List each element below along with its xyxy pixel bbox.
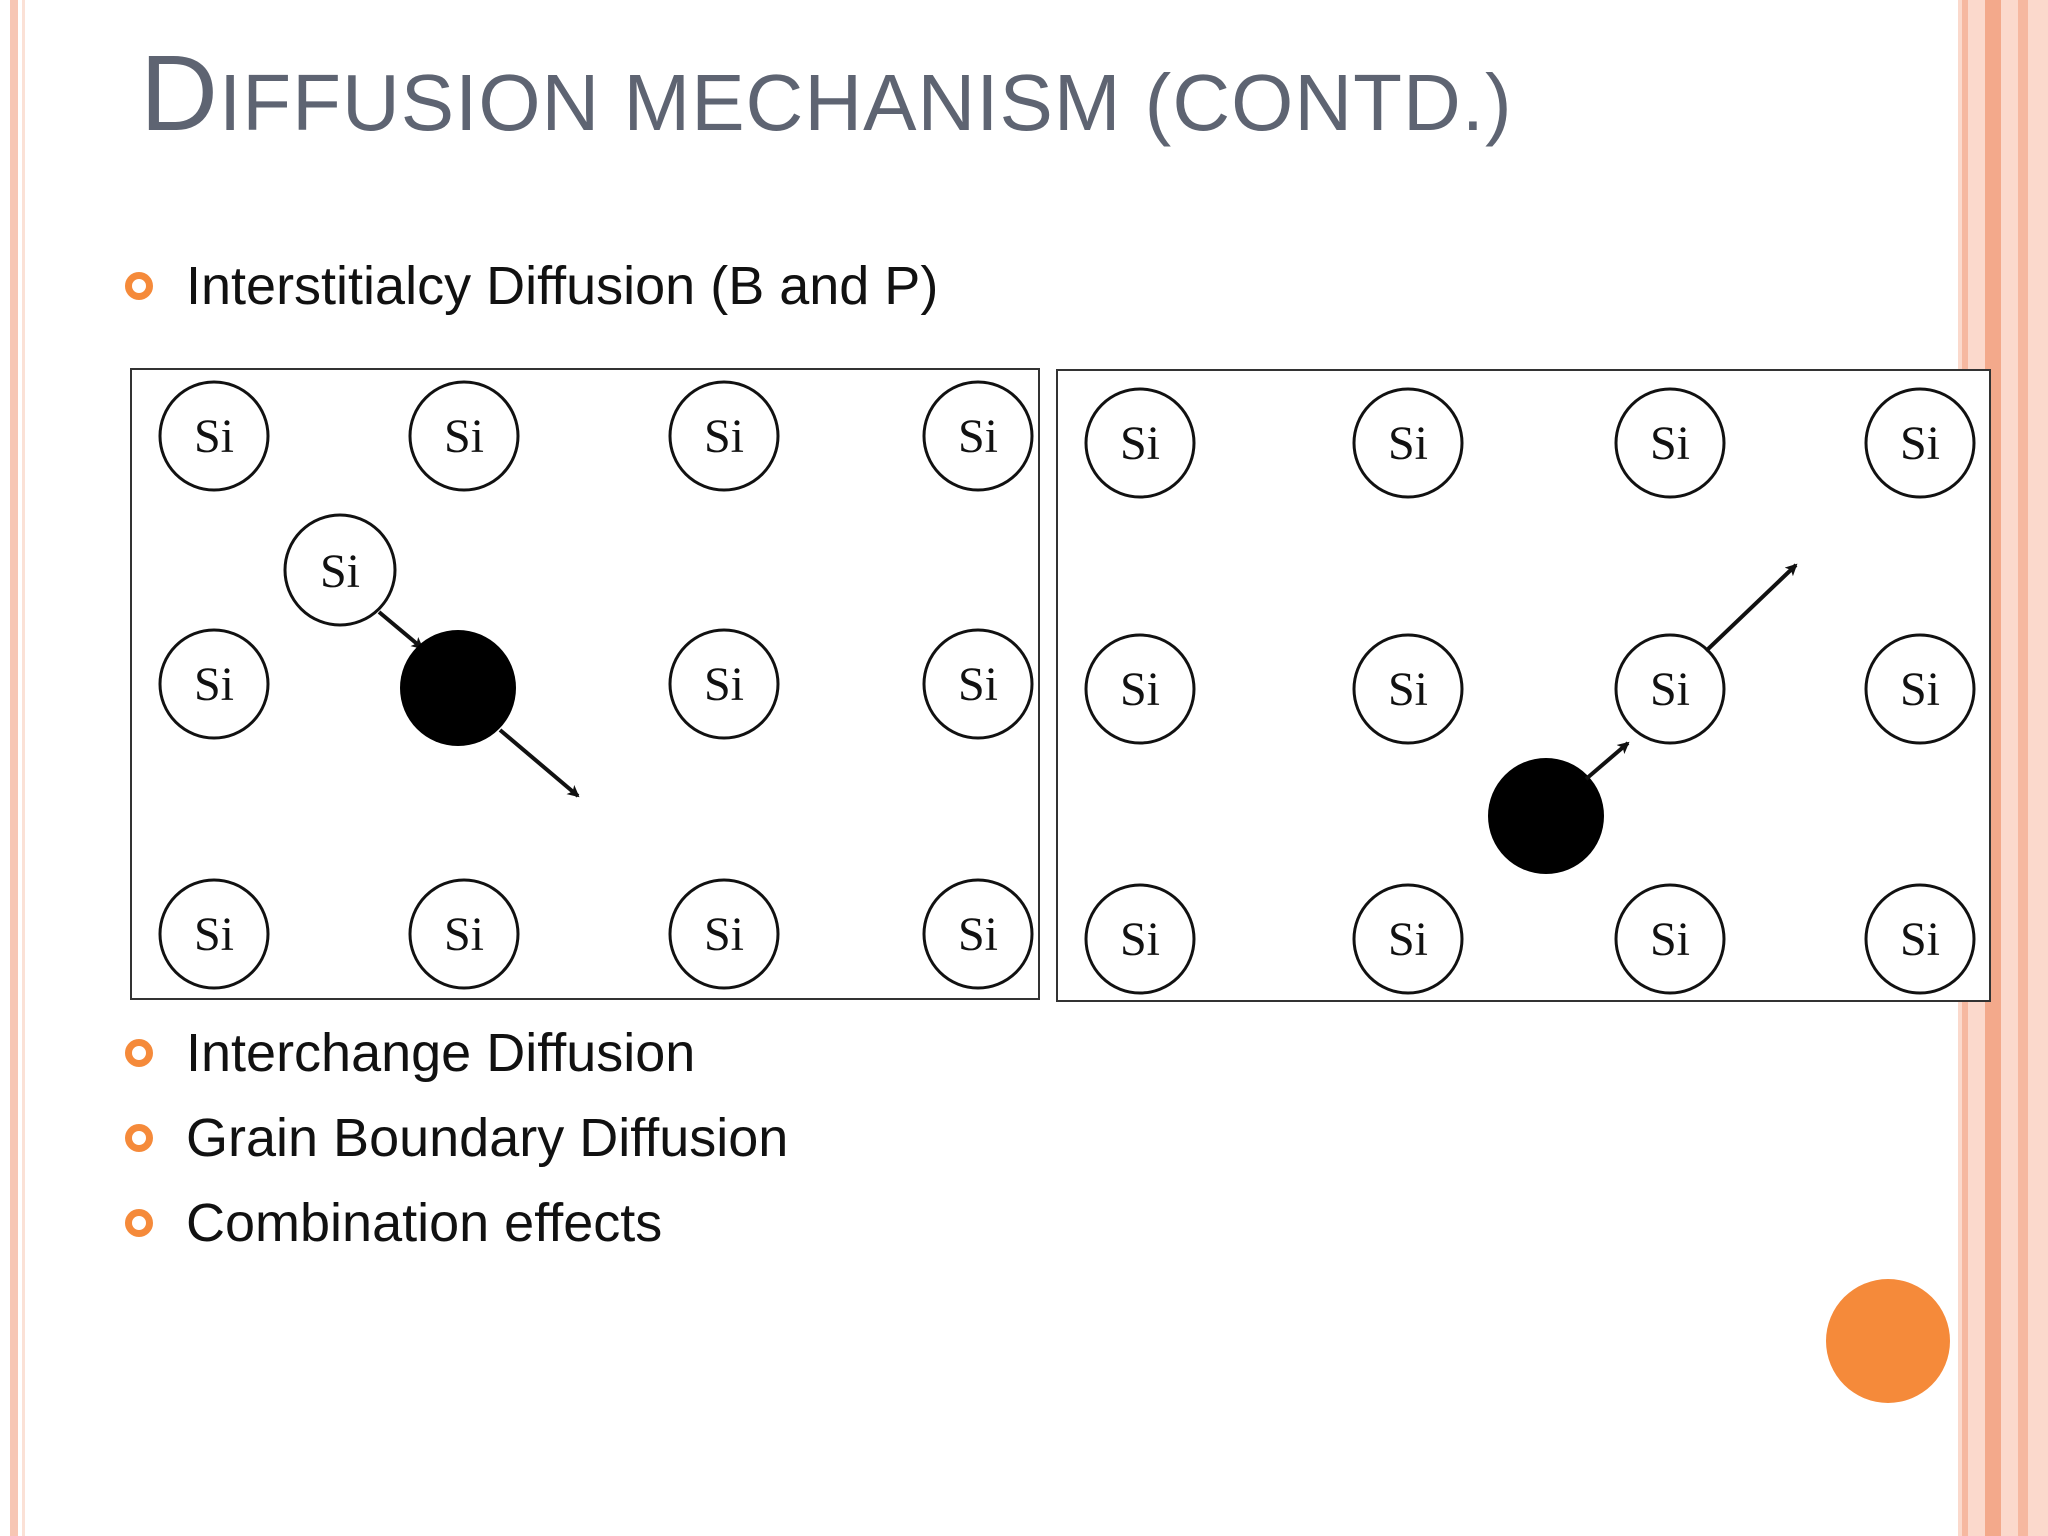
dopant-atom	[1488, 758, 1604, 874]
si-atom-label: Si	[704, 658, 744, 711]
si-atom	[668, 380, 780, 492]
ring-bullet-icon	[125, 1123, 153, 1152]
left-frame-stripe-thin	[22, 0, 25, 1536]
si-atom	[668, 628, 780, 740]
title-text-part-2: CONTD.)	[1172, 58, 1513, 147]
ring-bullet-icon	[125, 1038, 153, 1067]
si-atom-label: Si	[1120, 417, 1160, 470]
bullet-item: Interstitialcy Diffusion (B and P)	[125, 243, 938, 328]
bullet-text: Interchange Diffusion	[186, 1022, 696, 1083]
si-atom	[1352, 883, 1464, 995]
bullet-text: Interstitialcy Diffusion (B and P)	[186, 255, 939, 316]
si-atom	[1352, 387, 1464, 499]
si-atom	[158, 380, 270, 492]
si-atom-label: Si	[958, 658, 998, 711]
bullet-text: Grain Boundary Diffusion	[186, 1107, 789, 1168]
interstitial-si-label: Si	[320, 545, 360, 598]
interstitial-atom: Si	[283, 513, 397, 627]
si-atom-label: Si	[1388, 913, 1428, 966]
si-atom-label: Si	[704, 410, 744, 463]
slide-title: DIFFUSION MECHANISM (CONTD.)	[140, 30, 1513, 155]
interstitial-si-atom	[283, 513, 397, 627]
si-atom-label: Si	[1650, 913, 1690, 966]
si-atom	[1084, 633, 1196, 745]
si-atom	[1614, 883, 1726, 995]
bullet-list-top: Interstitialcy Diffusion (B and P)	[125, 243, 938, 328]
si-atom-label: Si	[1650, 663, 1690, 716]
si-atom-label: Si	[444, 410, 484, 463]
si-atom-label: Si	[1120, 663, 1160, 716]
si-atom	[1864, 883, 1976, 995]
si-atom	[1084, 387, 1196, 499]
si-atom	[158, 878, 270, 990]
si-atom	[668, 878, 780, 990]
bullet-item: Grain Boundary Diffusion	[125, 1095, 788, 1180]
si-atom	[922, 380, 1034, 492]
si-atom	[1614, 633, 1726, 745]
si-atom-label: Si	[1120, 913, 1160, 966]
title-initial-cap: D	[140, 32, 219, 153]
si-atom-label: Si	[1900, 913, 1940, 966]
si-atom-label: Si	[194, 658, 234, 711]
si-atom-label: Si	[958, 410, 998, 463]
si-atom-label: Si	[1900, 417, 1940, 470]
si-atom-label: Si	[1388, 417, 1428, 470]
arrow-to-dopant	[377, 610, 424, 650]
bullet-list-bottom: Interchange Diffusion Grain Boundary Dif…	[125, 1010, 788, 1265]
dopant-motion-arrow	[1584, 741, 1630, 781]
si-atom-label: Si	[444, 908, 484, 961]
ring-bullet-icon	[125, 271, 153, 300]
right-frame-stripe-3	[2018, 0, 2028, 1536]
si-atom-label: Si	[1900, 663, 1940, 716]
si-atom	[408, 878, 520, 990]
dopant-motion-arrow	[498, 728, 580, 798]
si-atom	[408, 380, 520, 492]
si-atom-label: Si	[194, 908, 234, 961]
displaced-si-arrow	[1704, 563, 1798, 653]
si-atom-label: Si	[194, 410, 234, 463]
left-frame-stripe	[10, 0, 18, 1536]
si-atom	[1352, 633, 1464, 745]
title-text-part: IFFUSION MECHANISM (	[219, 58, 1173, 147]
orange-dot-icon	[1826, 1279, 1950, 1403]
si-atom-label: Si	[1650, 417, 1690, 470]
si-atom	[158, 628, 270, 740]
dopant-atom	[400, 630, 516, 746]
bullet-item: Combination effects	[125, 1180, 788, 1265]
bullet-item: Interchange Diffusion	[125, 1010, 788, 1095]
si-atom	[1864, 633, 1976, 745]
ring-bullet-icon	[125, 1208, 153, 1237]
si-atom	[922, 628, 1034, 740]
si-atom	[1864, 387, 1976, 499]
si-atom-label: Si	[1388, 663, 1428, 716]
si-atom-label: Si	[958, 908, 998, 961]
bullet-text: Combination effects	[186, 1192, 663, 1253]
si-atom	[1084, 883, 1196, 995]
si-atom	[1614, 387, 1726, 499]
si-atom	[922, 878, 1034, 990]
si-atom-label: Si	[704, 908, 744, 961]
